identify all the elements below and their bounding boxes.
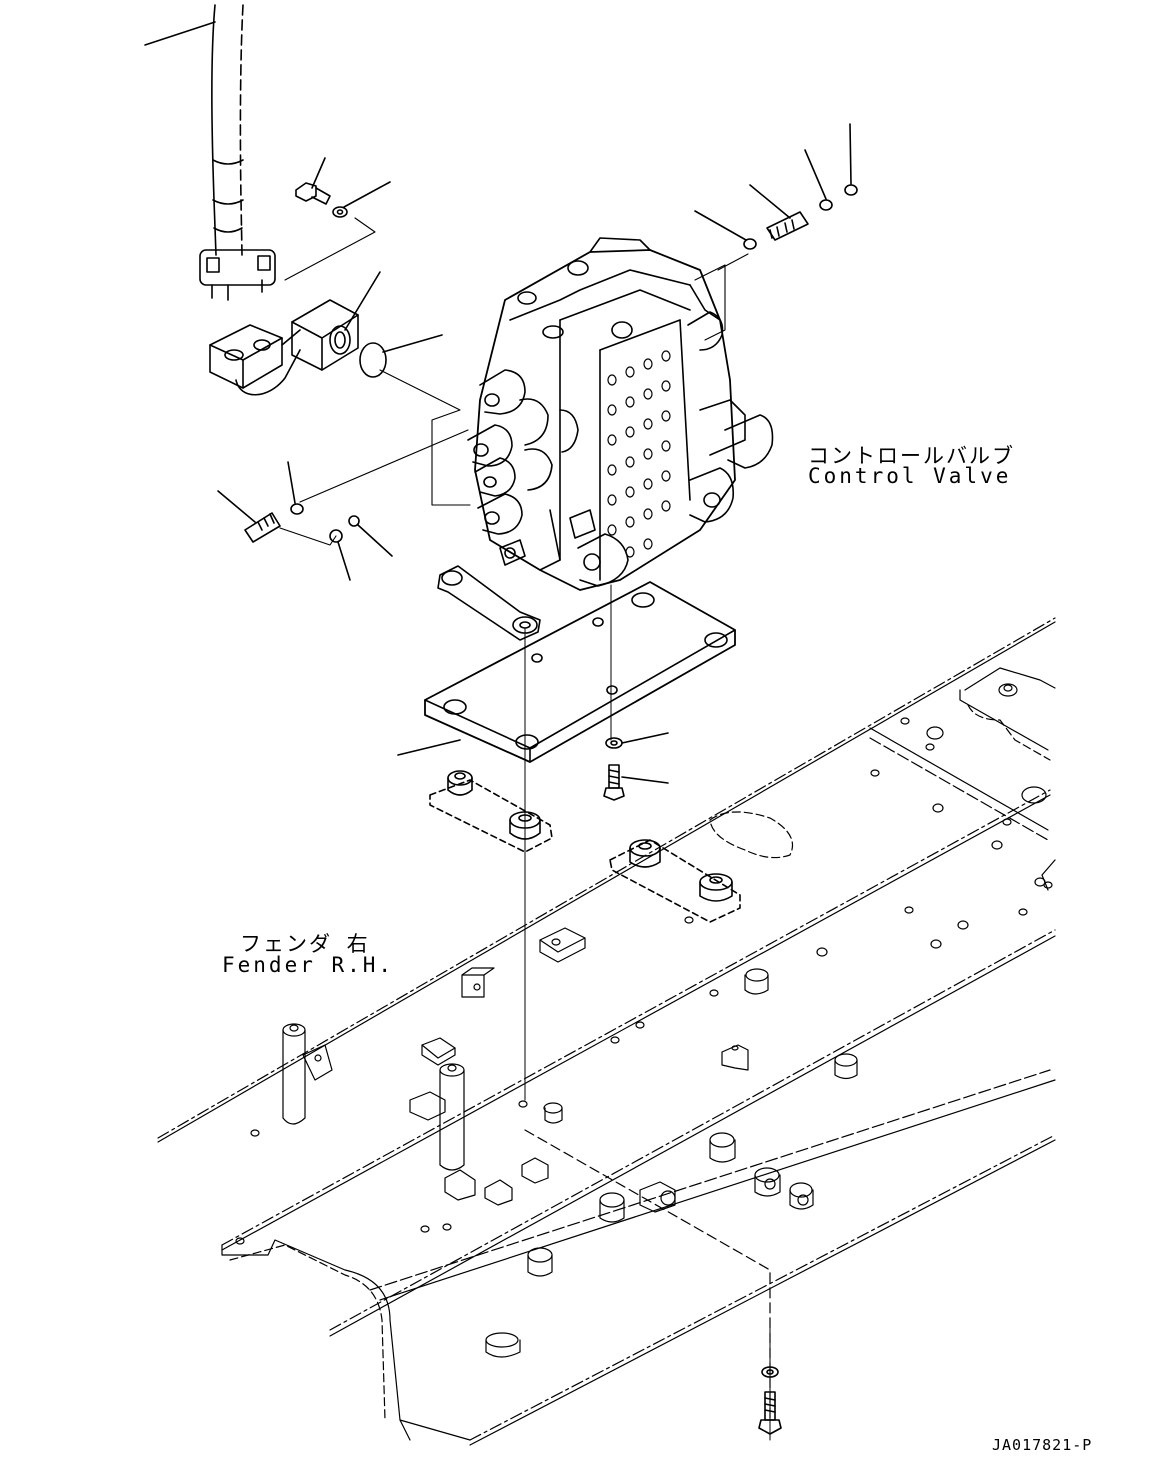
bolt-icon bbox=[758, 1366, 782, 1435]
fitting-icon bbox=[749, 184, 809, 241]
fitting-icon bbox=[217, 490, 281, 543]
o-ring-icon bbox=[359, 334, 443, 378]
bolt-icon bbox=[603, 764, 669, 801]
o-ring-icon bbox=[287, 461, 393, 581]
bolt-icon bbox=[295, 157, 331, 205]
washer-icon bbox=[605, 732, 669, 749]
o-ring-icon bbox=[694, 123, 858, 250]
hose-icon bbox=[144, 4, 276, 301]
control-valve-label-en: Control Valve bbox=[808, 464, 1012, 488]
control-valve-icon bbox=[467, 237, 774, 591]
rubber-mount-icon bbox=[429, 770, 741, 923]
washer-icon bbox=[332, 181, 391, 218]
flange-elbow-icon bbox=[209, 271, 381, 396]
control-valve-label-jp: コントロールバルブ bbox=[808, 444, 1015, 468]
fender-label-jp: フェンダ 右 bbox=[240, 932, 370, 956]
drawing-code: JA017821-P bbox=[992, 1436, 1093, 1454]
fender-plate-icon bbox=[157, 617, 1056, 1446]
fender-label-en: Fender R.H. bbox=[222, 953, 395, 977]
mounting-plate-icon bbox=[397, 581, 736, 763]
